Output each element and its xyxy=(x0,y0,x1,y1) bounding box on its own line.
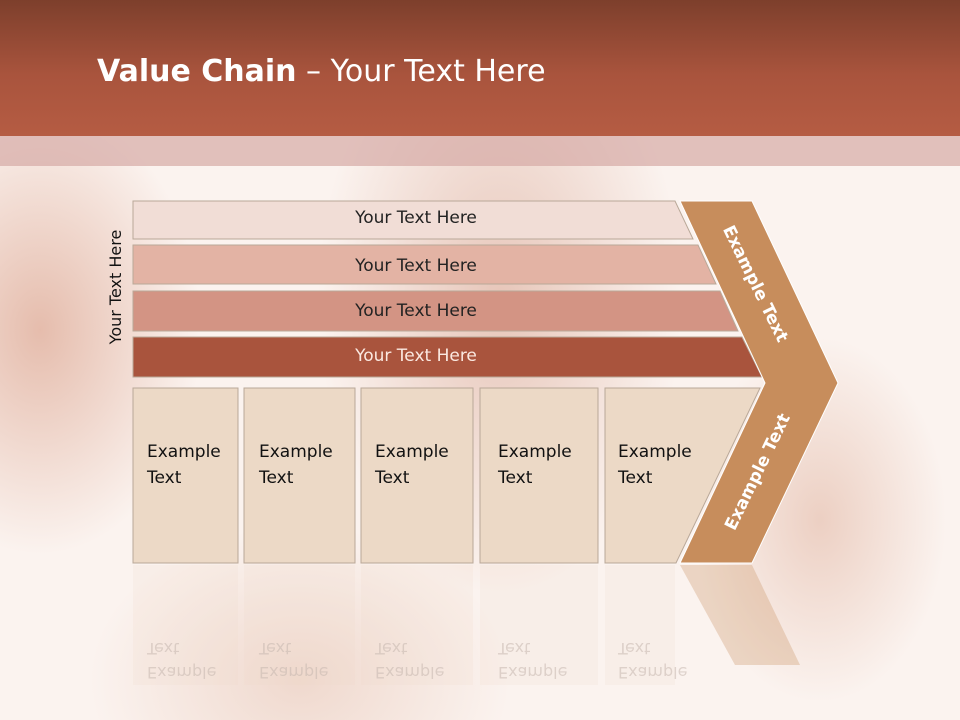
box-5-reflection xyxy=(605,565,675,685)
box-1-reflection xyxy=(133,565,238,685)
box-3-reflection-line1: Example xyxy=(375,663,445,682)
box-2-reflection xyxy=(244,565,355,685)
box-1-reflection-line1: Example xyxy=(147,663,217,682)
row-label-3: Your Text Here xyxy=(355,301,477,321)
chevron-arrow xyxy=(679,200,839,564)
row-label-4: Your Text Here xyxy=(355,346,477,366)
box-4-line1: Example xyxy=(498,442,572,462)
box-1-line1: Example xyxy=(147,442,221,462)
box-4 xyxy=(479,387,599,564)
box-4-reflection-text: Example Text xyxy=(498,636,567,684)
row-bar-2 xyxy=(132,244,717,285)
box-3-line1: Example xyxy=(375,442,449,462)
box-5-reflection-line1: Example xyxy=(618,663,688,682)
title-bold: Value Chain xyxy=(97,54,297,89)
box-2 xyxy=(243,387,356,564)
row-bar-1 xyxy=(132,200,694,240)
box-5-line1: Example xyxy=(618,442,692,462)
box-1-reflection-line2: Text xyxy=(147,639,180,658)
row-bar-3 xyxy=(132,290,739,332)
box-2-line2: Text xyxy=(259,468,294,488)
box-5-reflection-text: Example Text xyxy=(618,636,687,684)
box-3-reflection xyxy=(361,565,473,685)
box-3-reflection-text: Example Text xyxy=(375,636,444,684)
title-rest: – Your Text Here xyxy=(296,54,546,89)
header-bar xyxy=(0,0,960,136)
slide-title: Value Chain – Your Text Here xyxy=(97,54,546,89)
box-3-reflection-line2: Text xyxy=(375,639,408,658)
box-1-reflection-text: Example Text xyxy=(147,636,216,684)
row-label-2: Your Text Here xyxy=(355,256,477,276)
box-2-line1: Example xyxy=(259,442,333,462)
box-4-reflection xyxy=(480,565,598,685)
row-label-1: Your Text Here xyxy=(355,208,477,228)
header-band xyxy=(0,136,960,166)
box-1-line2: Text xyxy=(147,468,182,488)
box-4-reflection-line1: Example xyxy=(498,663,568,682)
box-5 xyxy=(604,387,761,564)
box-4-reflection-line2: Text xyxy=(498,639,531,658)
box-2-reflection-line2: Text xyxy=(259,639,292,658)
box-3 xyxy=(360,387,474,564)
box-2-reflection-line1: Example xyxy=(259,663,329,682)
chevron-reflection xyxy=(680,565,800,665)
box-5-reflection-line2: Text xyxy=(618,639,651,658)
box-5-line2: Text xyxy=(618,468,653,488)
box-2-reflection-text: Example Text xyxy=(259,636,328,684)
box-1 xyxy=(132,387,239,564)
box-4-line2: Text xyxy=(498,468,533,488)
box-3-line2: Text xyxy=(375,468,410,488)
